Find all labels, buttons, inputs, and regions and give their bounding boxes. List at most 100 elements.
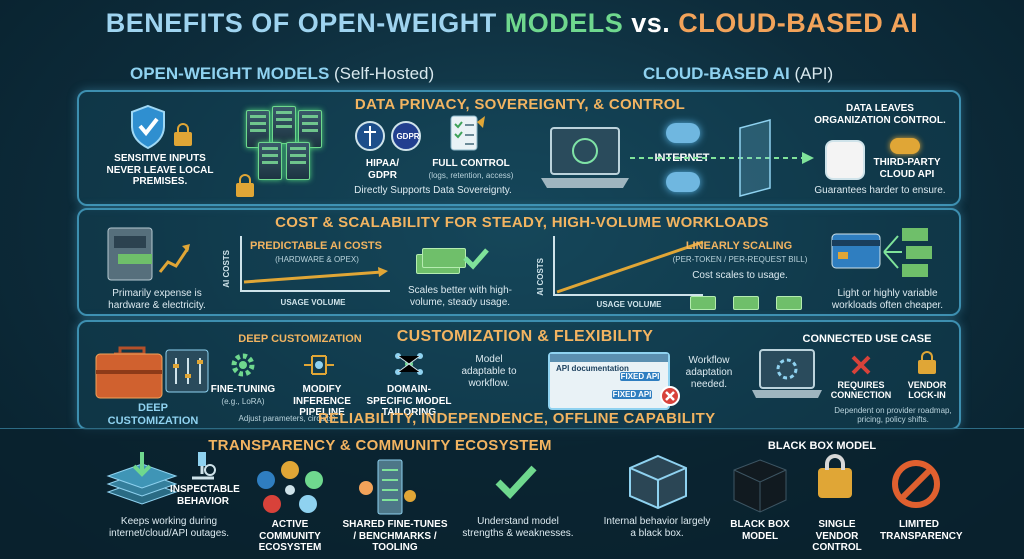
community-icon — [257, 461, 323, 513]
linear-chart-axes — [553, 236, 703, 296]
shared-tooling-icon — [359, 459, 416, 515]
api-doc-label: API documentation — [556, 364, 629, 373]
cube-outline-icon — [629, 454, 687, 510]
api-doc-window — [548, 352, 670, 410]
linear-label: LINEARLY SCALING — [685, 240, 793, 252]
google-cloud-icon — [825, 140, 865, 180]
transparency-section-title: TRANSPARENCY & COMMUNITY ECOSYSTEM — [208, 437, 552, 454]
workflow-text: Workflow adaptation needed. — [685, 355, 733, 390]
privacy-section-title: DATA PRIVACY, SOVEREIGNTY, & CONTROL — [354, 96, 686, 113]
community-label: ACTIVE COMMUNITY ECOSYSTEM — [258, 519, 322, 553]
third-party-cloud-icon — [890, 138, 920, 154]
bill-icon-2 — [733, 296, 759, 310]
microscope-icon — [192, 452, 216, 480]
server-lock-icon — [236, 174, 254, 197]
fine-tuning-sub: (e.g., LoRA) — [221, 397, 265, 406]
layers-download-icon — [106, 452, 178, 505]
understand-text: Understand model strengths & weaknesses. — [462, 516, 574, 539]
no-connection-icon — [851, 355, 871, 375]
neural-net-icon — [395, 353, 423, 375]
server-rack-icon — [228, 102, 338, 192]
sensitive-inputs-label: SENSITIVE INPUTS NEVER LEAVE LOCAL PREMI… — [106, 153, 214, 187]
compliance-badges-icon — [355, 121, 421, 151]
checklist-icon — [450, 115, 485, 151]
vendor-lock-in-label: VENDOR LOCK-IN — [907, 380, 947, 401]
data-leaves-label: DATA LEAVES ORGANIZATION CONTROL. — [814, 103, 946, 126]
gdpr-badge: GDPR — [396, 132, 420, 141]
adjust-text: Adjust parameters, circuits) — [238, 414, 336, 423]
predictable-ylabel: AI COSTS — [222, 250, 231, 288]
predictable-chart-axes — [240, 236, 390, 292]
fine-tuning-label: FINE-TUNING — [210, 384, 276, 395]
laptop-icon — [541, 127, 629, 188]
lock-icon — [174, 123, 192, 146]
linear-cost-line — [556, 240, 704, 294]
fixed-api-badge-2: FIXED API — [612, 390, 652, 399]
full-control-label: FULL CONTROL — [432, 158, 510, 169]
customization-section-title: CUSTOMIZATION & FLEXIBILITY — [396, 328, 654, 345]
internal-behavior-text: Internal behavior largely a black box. — [603, 516, 711, 539]
single-vendor-lock-shackle — [825, 454, 845, 470]
shared-label: SHARED FINE-TUNES / BENCHMARKS / TOOLING — [342, 519, 448, 553]
toolbox-icon — [95, 346, 209, 399]
shield-icon — [131, 104, 165, 150]
money-stack-icon — [416, 240, 486, 280]
domain-tailoring-label: DOMAIN-SPECIFIC MODEL TAILORING — [366, 384, 452, 418]
credit-card-icon — [831, 228, 932, 277]
black-box-icon — [733, 459, 787, 513]
predictable-cost-line — [243, 267, 388, 284]
cost-scales-text: Cost scales to usage. — [692, 270, 788, 281]
reliability-section-title: RELIABILITY, INDEPENDENCE, OFFLINE CAPAB… — [318, 410, 716, 427]
vendor-lock-icon — [918, 351, 936, 374]
full-control-sub: (logs, retention, access) — [428, 171, 514, 180]
single-vendor-label: SINGLE VENDOR CONTROL — [812, 519, 862, 553]
adaptable-text: Model adaptable to workflow. — [461, 354, 517, 389]
linear-xlabel: USAGE VOLUME — [596, 300, 662, 309]
third-party-label: THIRD-PARTY CLOUD API — [873, 157, 941, 180]
prohibited-icon — [892, 460, 940, 508]
loading-laptop-icon — [752, 349, 822, 398]
keeps-working-text: Keeps working during internet/cloud/API … — [108, 516, 230, 539]
cloud-icon-bottom — [666, 172, 700, 192]
deep-customization-header: DEEP CUSTOMIZATION — [238, 333, 362, 345]
black-box-label: BLACK BOX MODEL — [730, 519, 790, 542]
linear-sub: (PER-TOKEN / PER-REQUEST BILL) — [672, 255, 808, 264]
deep-customization-label: DEEP CUSTOMIZATION — [107, 402, 199, 427]
left-column-heading: OPEN-WEIGHT MODELS (Self-Hosted) — [130, 64, 435, 83]
sovereignty-text: Directly Supports Data Sovereignty. — [354, 185, 512, 196]
x-icon — [660, 386, 680, 406]
bill-icon-1 — [690, 296, 716, 310]
check-icon — [463, 248, 489, 270]
black-box-header: BLACK BOX MODEL — [767, 440, 877, 452]
pipeline-icon — [304, 355, 334, 375]
predictable-xlabel: USAGE VOLUME — [280, 298, 346, 307]
expense-text: Primarily expense is hardware & electric… — [108, 288, 206, 311]
guarantees-text: Guarantees harder to ensure. — [814, 185, 946, 196]
scales-better-text: Scales better with high-volume, steady u… — [408, 285, 512, 308]
hardware-icon — [107, 227, 190, 281]
internet-label: INTERNET — [654, 152, 710, 164]
cost-panel — [77, 208, 961, 316]
inspectable-label: INSPECTABLE BEHAVIOR — [170, 484, 240, 507]
data-flow-arrows — [630, 119, 814, 197]
big-check-icon — [495, 465, 537, 500]
cost-section-title: COST & SCALABILITY FOR STEADY, HIGH-VOLU… — [275, 214, 769, 231]
linear-ylabel: AI COSTS — [536, 258, 545, 296]
privacy-panel — [77, 90, 961, 206]
limited-transparency-label: LIMITED TRANSPARENCY — [880, 519, 963, 542]
page-title: BENEFITS OF OPEN-WEIGHT MODELS vs. CLOUD… — [105, 8, 919, 38]
predictable-label: PREDICTABLE AI COSTS — [249, 240, 382, 252]
modify-pipeline-label: MODIFY INFERENCE PIPELINE — [293, 384, 351, 418]
bill-icon-3 — [776, 296, 802, 310]
light-workloads-text: Light or highly variable workloads often… — [831, 288, 944, 311]
predictable-sub: (HARDWARE & OPEX) — [275, 255, 359, 264]
requires-connection-label: REQUIRES CONNECTION — [830, 380, 892, 401]
gear-icon — [231, 353, 255, 377]
cloud-icon-top — [666, 123, 700, 143]
dependent-text: Dependent on provider roadmap, pricing, … — [834, 406, 952, 424]
single-vendor-lock-icon — [818, 468, 852, 498]
connected-use-case-header: CONNECTED USE CASE — [802, 333, 932, 345]
fixed-api-badge-1: FIXED API — [620, 372, 660, 381]
hipaa-gdpr-label: HIPAA/ GDPR — [365, 158, 400, 181]
right-column-heading: CLOUD-BASED AI (API) — [643, 64, 834, 83]
